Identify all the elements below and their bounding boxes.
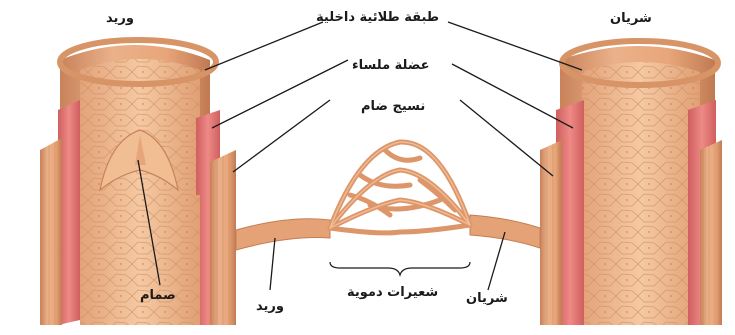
artery-cross-section — [540, 41, 722, 325]
arteriole-label: شريان — [466, 291, 508, 306]
venule-label: وريد — [256, 299, 284, 314]
connective-tissue-label: نسيج ضام — [361, 99, 425, 114]
capillary-brace — [330, 262, 470, 275]
vein-cross-section — [40, 40, 236, 325]
capillary-bed — [236, 142, 540, 250]
endothelium-label: طبقة طلائية داخلية — [316, 10, 439, 25]
vein-title: وريد — [106, 11, 134, 26]
artery-title: شريان — [610, 11, 652, 26]
smooth-muscle-label: عضلة ملساء — [352, 58, 430, 73]
valve-label: صمام — [140, 288, 176, 303]
capillaries-label: شعيرات دموية — [347, 285, 438, 300]
